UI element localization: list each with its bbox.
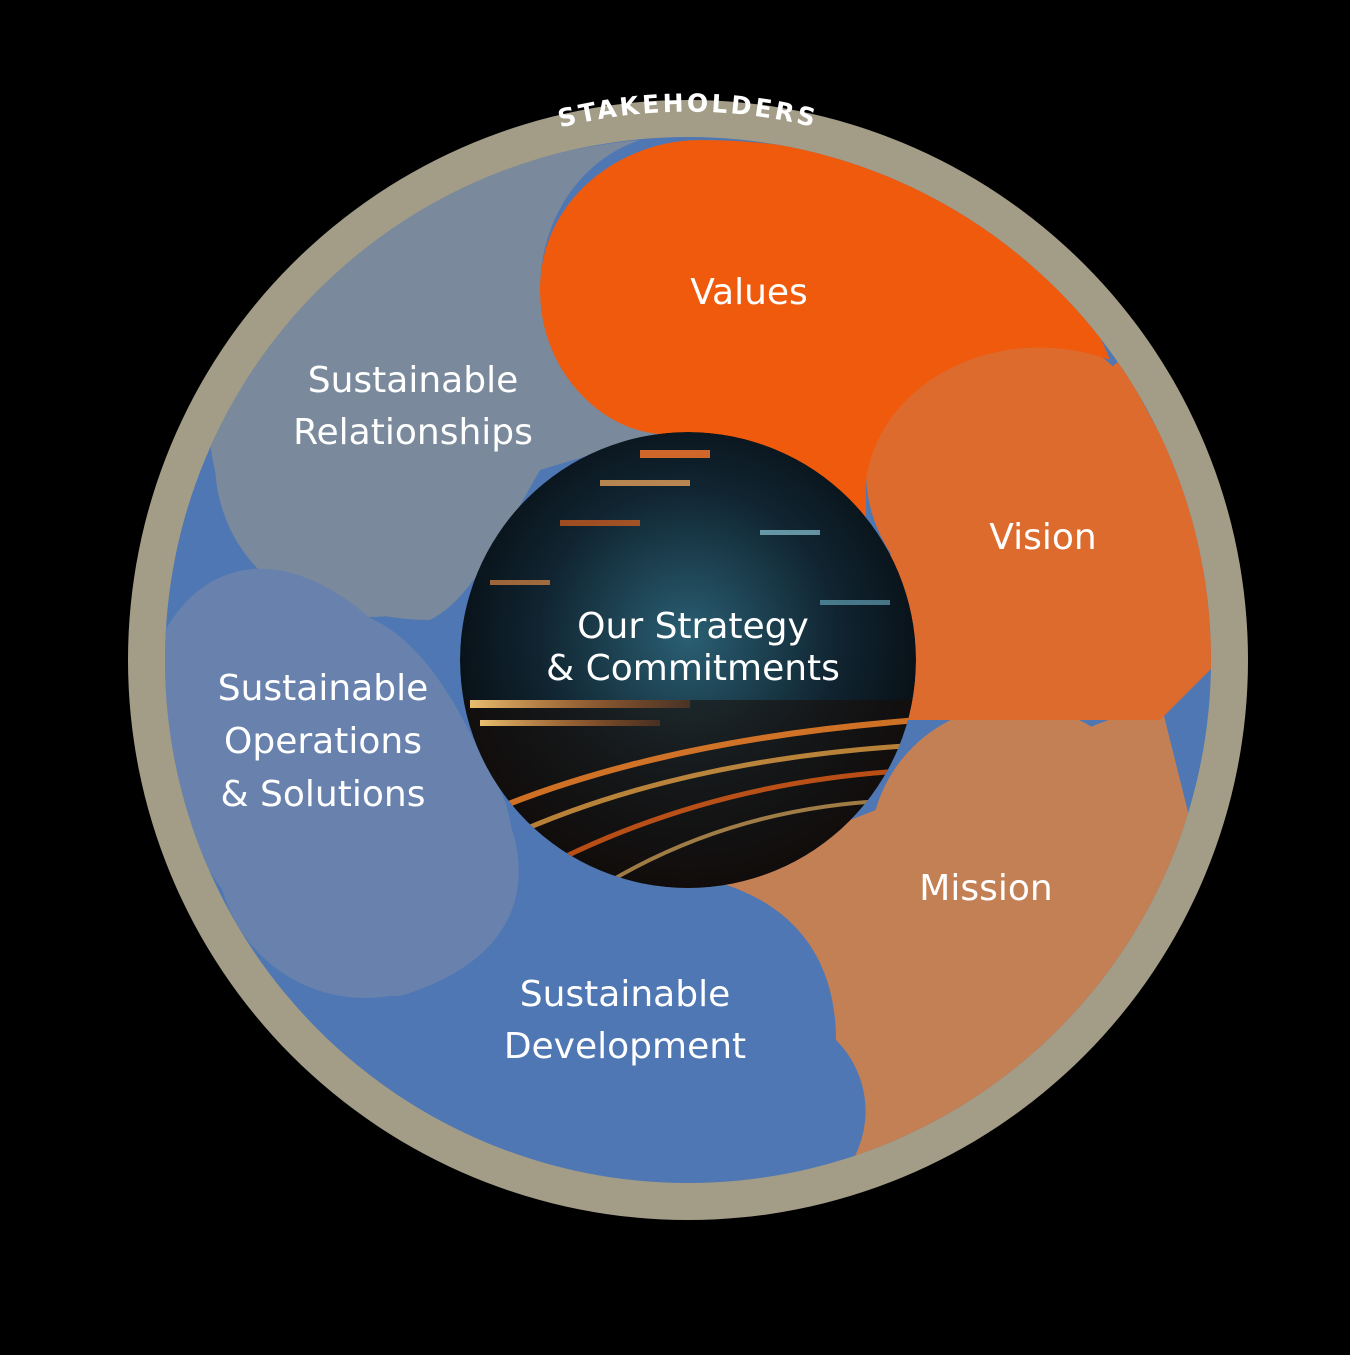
vision-label: Vision (989, 517, 1096, 558)
segment-values (540, 140, 1110, 540)
relationships-label-line1: Sustainable (308, 360, 518, 401)
operations-label-line1: Sustainable (218, 668, 428, 709)
mission-label: Mission (919, 868, 1052, 909)
development-label-line1: Sustainable (520, 974, 730, 1015)
operations-label-line2: Operations (224, 721, 422, 762)
values-label: Values (690, 272, 808, 313)
segment-relationships-lobe (215, 307, 525, 617)
center-label-line2: & Commitments (546, 648, 840, 689)
relationships-label-line2: Relationships (293, 412, 533, 453)
center-label-line1: Our Strategy (577, 606, 809, 647)
segment-vision-lobe (866, 326, 1158, 618)
development-label-line2: Development (504, 1026, 746, 1067)
segment-operations-lobe (217, 702, 513, 998)
segment-mission-lobe (870, 705, 1160, 995)
operations-label-line3: & Solutions (221, 774, 426, 815)
